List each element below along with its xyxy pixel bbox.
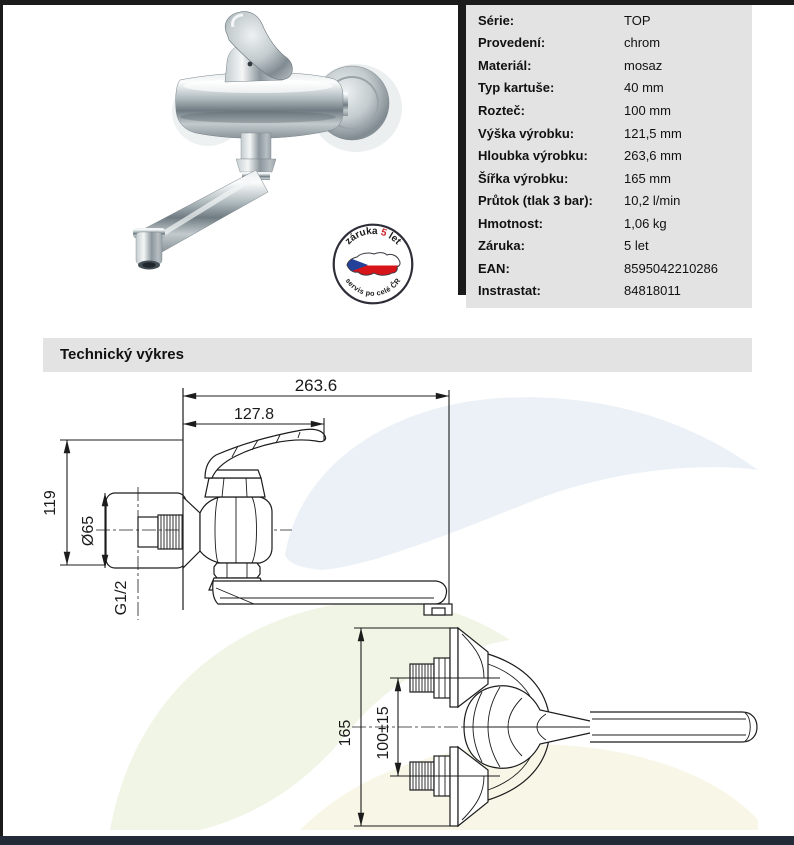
- spec-label: Hmotnost:: [478, 215, 543, 231]
- faucet-photo-group: [133, 11, 402, 270]
- warranty-badge-seal: záruka 5 let servis po celé ČR: [332, 223, 414, 305]
- technical-drawing-svg: 263.6 127.8 119 Ø65 G1/2: [42, 376, 758, 830]
- thread-section: [157, 514, 185, 550]
- spec-value: 263,6 mm: [624, 148, 682, 164]
- spec-label: Rozteč:: [478, 102, 525, 118]
- spec-label: Instrastat:: [478, 283, 541, 299]
- warranty-badge: záruka 5 let servis po celé ČR: [331, 222, 415, 306]
- bottom-view-dimensions: [354, 627, 500, 827]
- flange-cone-bottom: [457, 745, 489, 828]
- spout-outlet: [135, 231, 163, 265]
- spec-row: EAN: 8595042210286: [478, 257, 752, 280]
- spec-label: Výška výrobku:: [478, 125, 575, 141]
- flange-plate-top: [449, 627, 459, 708]
- spec-row: Hloubka výrobku: 263,6 mm: [478, 144, 752, 167]
- spec-value: chrom: [624, 35, 661, 51]
- spec-value: 40 mm: [624, 80, 664, 96]
- spec-label: Provedení:: [478, 35, 546, 51]
- down-tube: [240, 132, 272, 160]
- spec-label: EAN:: [478, 260, 510, 276]
- page-top-bar: [0, 0, 794, 5]
- spec-label: Hloubka výrobku:: [478, 148, 588, 164]
- dim-spacing: 100±15: [375, 706, 392, 759]
- spec-value: 84818011: [624, 283, 681, 299]
- spec-value: mosaz: [624, 57, 663, 73]
- faucet-photo-illustration: [133, 11, 402, 270]
- flange-plate-bottom: [449, 746, 459, 827]
- bottom-view: [352, 626, 758, 828]
- spec-row: Instrastat: 84818011: [478, 280, 752, 303]
- spec-value: 8595042210286: [624, 260, 718, 276]
- spec-value: TOP: [624, 12, 651, 28]
- spec-label: Série:: [478, 12, 515, 28]
- spec-table: Série: TOP Provedení: chrom Materiál: mo…: [458, 5, 752, 308]
- spec-row: Typ kartuše: 40 mm: [478, 77, 752, 100]
- spec-row: Provedení: chrom: [478, 32, 752, 55]
- page-bottom-bar: [0, 836, 794, 845]
- dim-flange-diameter: Ø65: [80, 516, 97, 546]
- handle-indicator-dot: [247, 61, 253, 67]
- aerator: [142, 262, 156, 268]
- spec-row: Průtok (tlak 3 bar): 10,2 l/min: [478, 189, 752, 212]
- section-title: Technický výkres: [60, 346, 184, 363]
- handle-side: [204, 428, 327, 479]
- nut-side: [213, 562, 261, 579]
- cartridge-side: [204, 477, 266, 498]
- spec-row: Materiál: mosaz: [478, 54, 752, 77]
- spout-bottom: [590, 711, 758, 743]
- side-view: [96, 388, 453, 620]
- dim-depth-total: 263.6: [295, 376, 338, 395]
- spec-row: Výška výrobku: 121,5 mm: [478, 122, 752, 145]
- spec-label: Průtok (tlak 3 bar):: [478, 193, 593, 209]
- swivel-nut: [235, 158, 277, 173]
- czech-map: [347, 252, 401, 276]
- spec-table-accent-bar: [458, 5, 466, 295]
- product-photo: [115, 5, 465, 325]
- spec-label: Šířka výrobku:: [478, 170, 569, 186]
- dim-height: 119: [42, 490, 59, 516]
- spec-value: 121,5 mm: [624, 125, 682, 141]
- spec-row: Šířka výrobku: 165 mm: [478, 167, 752, 190]
- side-view-dimensions: [60, 390, 450, 604]
- spec-row: Rozteč: 100 mm: [478, 99, 752, 122]
- lever-handle: [224, 11, 293, 80]
- dim-thread: G1/2: [113, 581, 130, 616]
- spec-row: Série: TOP: [478, 9, 752, 32]
- spec-label: Záruka:: [478, 238, 525, 254]
- czech-map-outline: [346, 252, 401, 276]
- spec-table-rows: Série: TOP Provedení: chrom Materiál: mo…: [466, 5, 752, 308]
- spec-value: 100 mm: [624, 102, 671, 118]
- spec-value: 165 mm: [624, 170, 671, 186]
- page-left-strip: [0, 0, 3, 845]
- spec-value: 1,06 kg: [624, 215, 667, 231]
- spec-value: 5 let: [624, 238, 649, 254]
- dim-depth-to-handle: 127.8: [234, 406, 274, 423]
- dim-width: 165: [337, 720, 354, 747]
- spec-value: 10,2 l/min: [624, 193, 681, 209]
- spout-side: [212, 580, 448, 605]
- spec-label: Typ kartuše:: [478, 80, 555, 96]
- spec-row: Záruka: 5 let: [478, 234, 752, 257]
- spec-row: Hmotnost: 1,06 kg: [478, 212, 752, 235]
- technical-drawing: 263.6 127.8 119 Ø65 G1/2: [30, 372, 760, 836]
- spec-label: Materiál:: [478, 57, 532, 73]
- section-header: Technický výkres: [43, 338, 752, 372]
- flange-cone-top: [457, 626, 489, 709]
